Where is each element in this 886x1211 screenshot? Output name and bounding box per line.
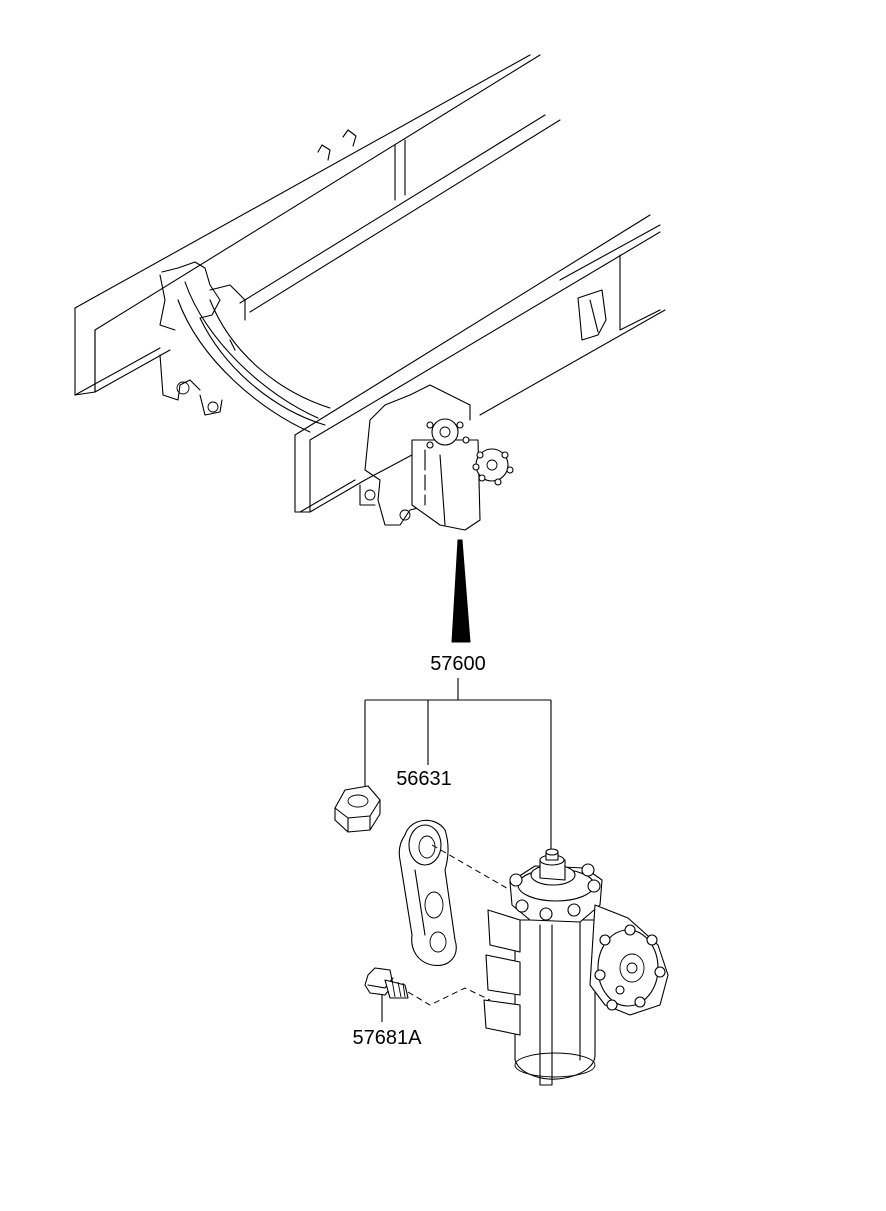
chassis-frame-illustration: [74, 54, 666, 531]
pitman-arm-drawing: [398, 819, 457, 966]
assembly-part-number-label: 57600: [430, 653, 486, 675]
steering-gear-box-drawing: [483, 848, 669, 1086]
assembly-leader-lines: [364, 678, 552, 850]
bolt-part-number-label: 57681A: [353, 1027, 423, 1049]
pitman-arm-part-number-label: 56631: [396, 768, 452, 790]
lock-nut-drawing: [334, 785, 381, 833]
pitman-arm-assembly-path: [431, 844, 511, 891]
bolt-drawing: [364, 967, 409, 999]
callout-pointer: [451, 539, 471, 643]
bolt-assembly-path: [407, 987, 491, 1006]
